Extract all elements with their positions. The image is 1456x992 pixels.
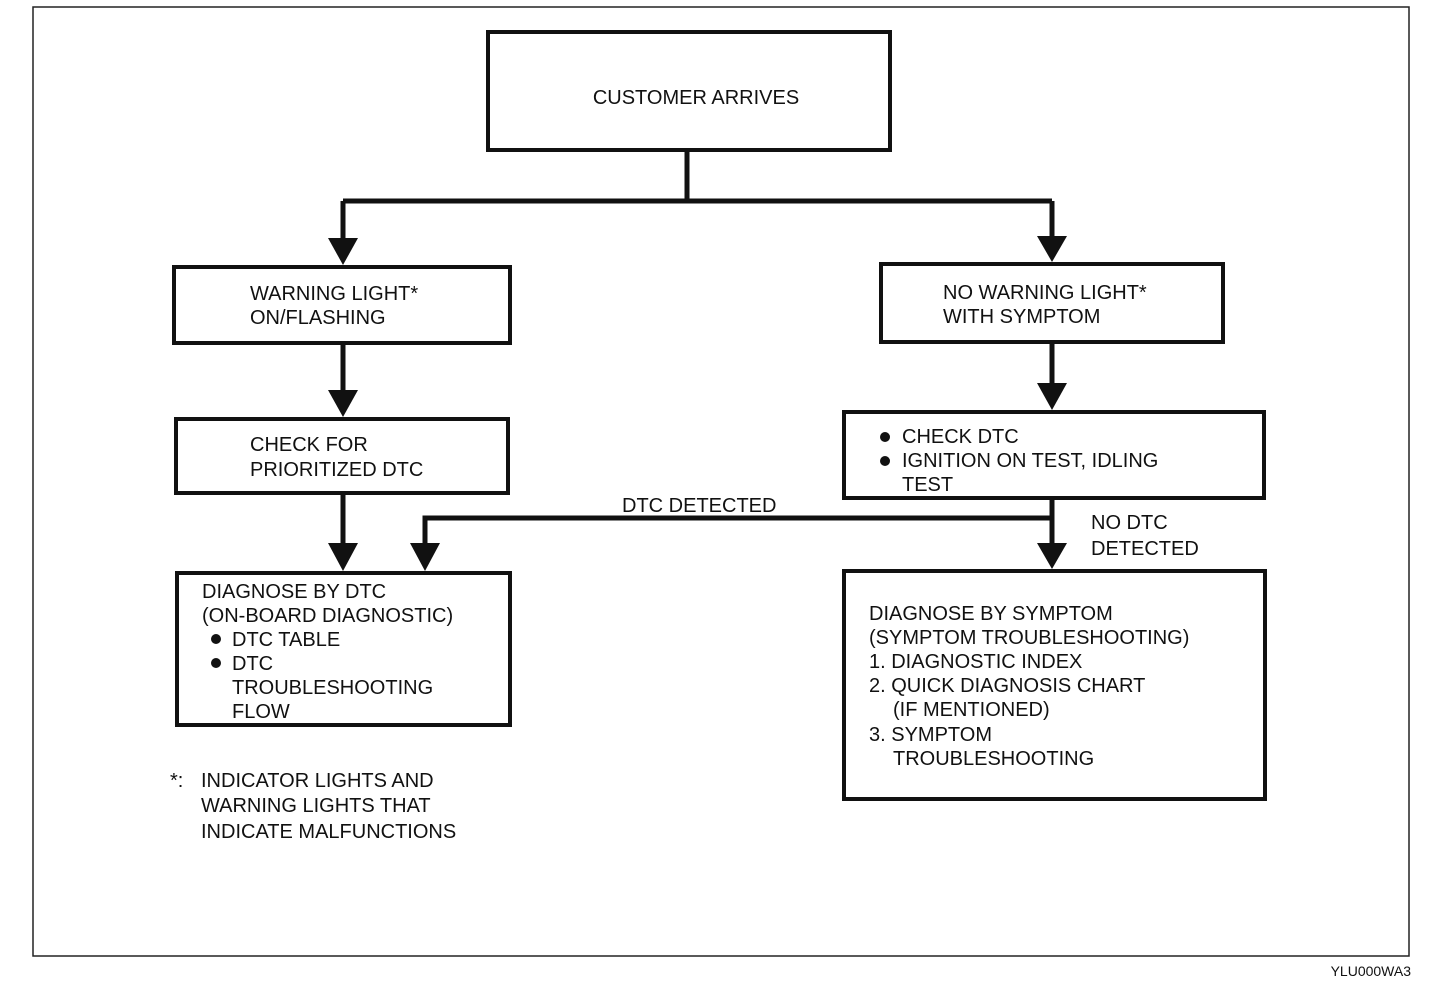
arrowhead-to-check-dtc [1037,383,1067,410]
diagnose-by-dtc-node-box [175,571,512,727]
diagnose-by-dtc-item-1: DTC TABLE [232,629,340,651]
arrowhead-to-check-prioritized [328,390,358,417]
footnote-line-1: INDICATOR LIGHTS AND [201,770,434,792]
diagnose-by-symptom-line-7: TROUBLESHOOTING [893,748,1094,770]
figure-code: YLU000WA3 [1331,963,1412,979]
no-warning-light-label-line-2: WITH SYMPTOM [943,306,1100,328]
diagnose-by-symptom-node-box [842,569,1267,801]
diagnose-by-symptom-line-3: 1. DIAGNOSTIC INDEX [869,651,1082,673]
diagnose-by-dtc-item-2-continuation-2: FLOW [232,701,290,723]
diagnose-by-dtc-title-line-1: DIAGNOSE BY DTC [202,581,386,603]
arrowhead-no-dtc-detected [1037,543,1067,569]
diagram-frame [32,6,1410,957]
footnote-line-3: INDICATE MALFUNCTIONS [201,821,456,843]
check-dtc-item-1: CHECK DTC [902,426,1019,448]
check-prioritized-dtc-label-line-2: PRIORITIZED DTC [250,459,423,481]
check-dtc-item-2: IGNITION ON TEST, IDLING [902,450,1158,472]
diagnose-by-dtc-bullet-1 [211,634,221,644]
arrowhead-to-no-warning-light [1037,236,1067,262]
diagnose-by-symptom-line-2: (SYMPTOM TROUBLESHOOTING) [869,627,1189,649]
check-dtc-bullet-1 [880,432,890,442]
edge-label-dtc-detected: DTC DETECTED [622,495,776,517]
diagnose-by-symptom-line-6: 3. SYMPTOM [869,724,992,746]
diagnose-by-dtc-item-2: DTC [232,653,273,675]
start-node-label: CUSTOMER ARRIVES [593,87,799,109]
warning-light-node-box [172,265,512,345]
arrowhead-dtc-detected [410,543,440,571]
no-warning-light-label-line-1: NO WARNING LIGHT* [943,282,1147,304]
arrowhead-to-warning-light [328,238,358,265]
diagnose-by-symptom-line-1: DIAGNOSE BY SYMPTOM [869,603,1113,625]
footnote-marker: *: [170,770,183,792]
check-prioritized-dtc-node-box [174,417,510,495]
edge-check-dtc-detected [422,498,1055,545]
check-prioritized-dtc-label-line-1: CHECK FOR [250,434,368,456]
diagnose-by-dtc-item-2-continuation-1: TROUBLESHOOTING [232,677,433,699]
footnote-line-2: WARNING LIGHTS THAT [201,795,431,817]
diagnose-by-dtc-title-line-2: (ON-BOARD DIAGNOSTIC) [202,605,453,627]
diagnose-by-symptom-line-4: 2. QUICK DIAGNOSIS CHART [869,675,1145,697]
warning-light-label-line-2: ON/FLASHING [250,307,386,329]
edge-label-no-dtc-line-2: DETECTED [1091,538,1199,560]
diagnose-by-dtc-bullet-2 [211,658,221,668]
arrowhead-to-diagnose-dtc-left [328,543,358,571]
edge-label-no-dtc-line-1: NO DTC [1091,512,1168,534]
check-dtc-item-2-continuation: TEST [902,474,953,496]
warning-light-label-line-1: WARNING LIGHT* [250,283,418,305]
check-dtc-node-box [842,410,1266,500]
diagnose-by-symptom-line-5: (IF MENTIONED) [893,699,1050,721]
check-dtc-bullet-2 [880,456,890,466]
